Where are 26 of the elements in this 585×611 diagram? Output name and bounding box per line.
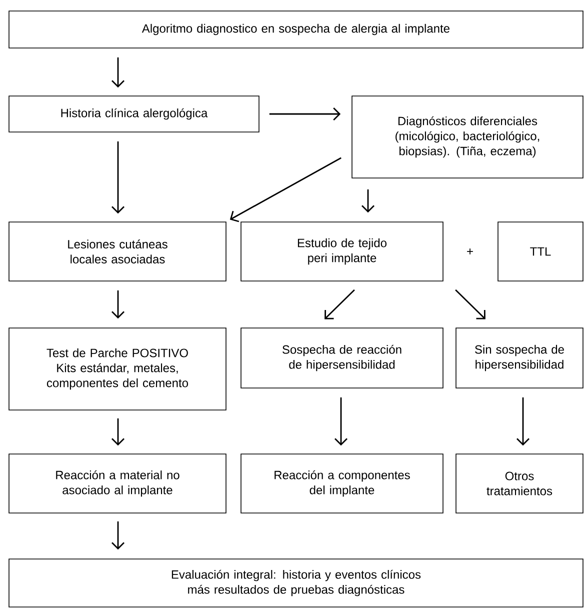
arrow [112,521,124,550]
arrow [362,189,374,213]
process-box: Evaluación integral: historia y eventos clínicos más resultados de pruebas diagnósticas [8,558,584,608]
arrow [455,289,486,320]
arrow [112,141,124,214]
arrow [334,397,348,446]
process-box: Algoritmo diagnostico en sospecha de alergia al implante [8,10,584,48]
arrow [112,290,124,319]
process-box: Test de Parche POSITIVO Kits estándar, metales, componentes del cemento [8,328,226,410]
arrow [516,397,530,446]
process-box: Historia clínica alergológica [8,96,260,132]
arrow [324,289,355,320]
process-box: Sospecha de reacción de hipersensibilidad [240,328,444,388]
process-box: Reacción a material no asociado al implante [8,454,226,514]
process-box: Sin sospecha de hipersensibilidad [456,328,584,388]
arrow [230,157,342,222]
arrow [112,418,124,446]
plus-sign: + [467,248,473,254]
process-box: TTL [498,222,584,282]
arrow [269,108,341,120]
process-box: Lesiones cutáneas locales asociadas [8,222,226,282]
process-box: Estudio de tejido peri implante [240,222,444,282]
arrow [112,57,124,88]
process-box: Otros tratamientos [456,454,584,514]
process-box: Diagnósticos diferenciales (micológico, bacteriológico, biopsias). (Tiña, eczema) [352,96,584,178]
process-box: Reacción a componentes del implante [240,454,444,514]
